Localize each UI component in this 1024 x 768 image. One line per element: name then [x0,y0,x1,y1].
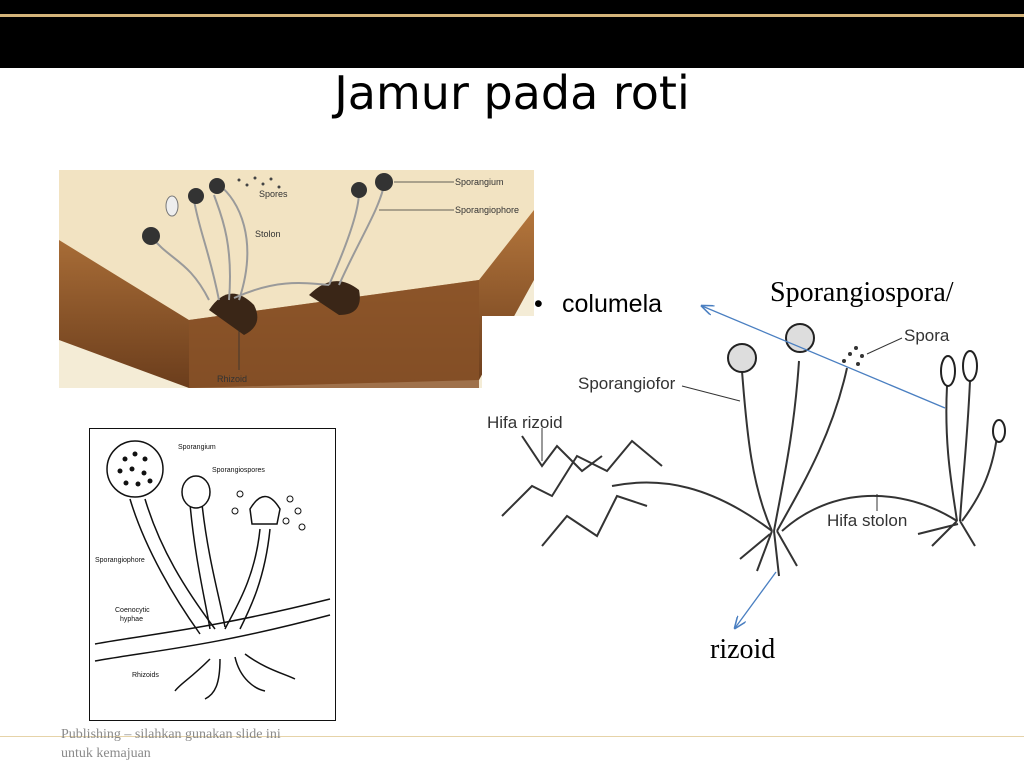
slide-title: Jamur pada roti [334,66,690,120]
bread-label-spores: Spores [259,189,288,199]
rhizopus-label-spora: Spora [904,326,950,345]
label-sporangiospora: Sporangiospora/ [770,277,954,308]
bullet-dot-icon: • [534,290,543,318]
header-bar [0,0,1024,68]
bread-label-stolon: Stolon [255,229,281,239]
rhizopus-label-sporangiofor: Sporangiofor [578,374,676,393]
cycle-label-coenocytic: Coenocytic [115,607,150,614]
cycle-label-hyphae: hyphae [120,616,143,623]
mold-structure-diagram: Sporangium Sporangiospores Sporangiophor… [89,428,336,721]
label-rizoid: rizoid [710,634,776,665]
cycle-label-sporangiospores: Sporangiospores [212,467,265,474]
cycle-label-sporangiophore: Sporangiophore [95,557,145,564]
cycle-label-rhizoids: Rhizoids [132,672,159,679]
rhizopus-diagram: Spora Sporangiofor Hifa rizoid Hifa stol… [482,316,1022,594]
bread-label-sporangiophore: Sporangiophore [455,205,519,215]
bread-label-rhizoid: Rhizoid [217,374,247,384]
bread-mold-illustration: Spores Sporangium Sporangiophore Stolon … [59,170,534,388]
rhizopus-label-hifa-stolon: Hifa stolon [827,511,907,530]
footer-text: Publishing – silahkan gunakan slide ini … [61,727,281,761]
bread-label-sporangium: Sporangium [455,177,504,187]
bullet-columela: • columela [534,290,662,319]
footer-line [0,736,1024,737]
bullet-text: columela [562,290,663,318]
rhizopus-label-hifa-rizoid: Hifa rizoid [487,413,563,432]
cycle-label-sporangium: Sporangium [178,444,216,451]
header-gold-line [0,14,1024,17]
